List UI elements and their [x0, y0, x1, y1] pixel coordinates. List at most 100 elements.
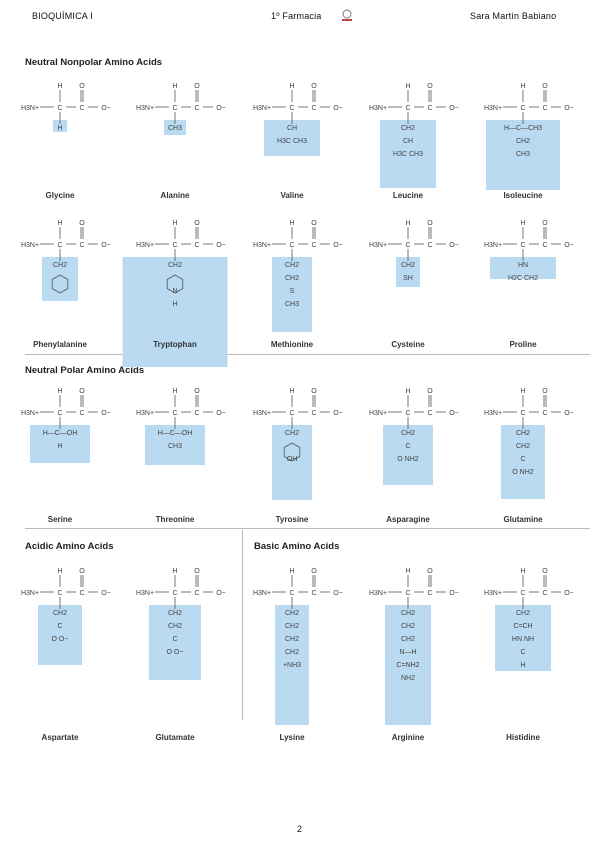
section-polar-title: Neutral Polar Amino Acids [25, 365, 145, 376]
atom-label: H3N+ [369, 590, 387, 597]
amino-acid-name: Proline [509, 340, 537, 349]
section-acidic-title: Acidic Amino Acids [25, 541, 114, 552]
side-chain-highlight [383, 425, 433, 485]
atom-label: H [520, 220, 525, 227]
benzene-ring-icon [283, 442, 301, 462]
atom-label: O [79, 220, 85, 227]
atom-label: C [405, 590, 410, 597]
atom-label: H [520, 388, 525, 395]
atom-label: C [311, 590, 316, 597]
atom-label: C [311, 105, 316, 112]
atom-label: H3N+ [369, 105, 387, 112]
atom-label: C [57, 242, 62, 249]
atom-label: H [289, 220, 294, 227]
atom-label: H [405, 83, 410, 90]
atom-label: C [172, 410, 177, 417]
side-chain-label: OH [287, 456, 298, 463]
atom-label: C [427, 410, 432, 417]
amino-acid-name: Glutamine [503, 515, 543, 524]
atom-label: H3N+ [253, 590, 271, 597]
atom-label: H3N+ [253, 410, 271, 417]
atom-label: H [289, 83, 294, 90]
atom-label: O− [101, 410, 111, 417]
atom-label: C [542, 590, 547, 597]
atom-label: C [405, 105, 410, 112]
atom-label: C [57, 105, 62, 112]
atom-label: C [542, 105, 547, 112]
atom-label: C [520, 105, 525, 112]
atom-label: H3N+ [369, 242, 387, 249]
side-chain-highlight [53, 120, 67, 132]
atom-label: C [542, 242, 547, 249]
side-chain-label: CH3 [285, 301, 299, 308]
side-chain-label: H—C—OH [158, 430, 193, 437]
atom-label: H [57, 220, 62, 227]
atom-label: O [427, 388, 433, 395]
atom-label: C [311, 410, 316, 417]
atom-label: H [172, 220, 177, 227]
side-chain-label: S [290, 288, 295, 295]
atom-label: O [194, 83, 200, 90]
side-chain-label: H3C CH3 [277, 138, 307, 145]
amino-acid-name: Serine [47, 515, 73, 524]
side-chain-highlight [490, 257, 556, 279]
atom-label: C [79, 105, 84, 112]
atom-label: H [289, 388, 294, 395]
atom-label: O− [449, 105, 459, 112]
side-chain-label: CH2 [168, 623, 182, 630]
side-chain-highlight [495, 605, 551, 671]
atom-label: H3N+ [136, 105, 154, 112]
atom-label: O [427, 568, 433, 575]
atom-label: C [289, 105, 294, 112]
atom-label: O [311, 568, 317, 575]
side-chain-highlight [30, 425, 90, 463]
atom-label: C [289, 410, 294, 417]
side-chain-label: O NH2 [397, 456, 419, 463]
side-chain-label: CH2 [516, 138, 530, 145]
atom-label: C [427, 590, 432, 597]
side-chain-label: CH2 [168, 262, 182, 269]
side-chain-label: CH2 [285, 262, 299, 269]
side-chain-highlight [272, 425, 312, 500]
course-title: BIOQUÍMICA I [32, 11, 93, 21]
side-chain-label: C [172, 636, 177, 643]
side-chain-label: CH2 [401, 610, 415, 617]
atom-label: O [194, 568, 200, 575]
atom-label: H3N+ [253, 105, 271, 112]
atom-label: C [405, 242, 410, 249]
side-chain-highlight [396, 257, 420, 287]
side-chain-label: CH2 [285, 649, 299, 656]
atom-label: C [194, 105, 199, 112]
side-chain-label: CH2 [401, 125, 415, 132]
atom-label: C [172, 590, 177, 597]
atom-label: C [520, 242, 525, 249]
side-chain-label: C [520, 456, 525, 463]
atom-label: O [311, 83, 317, 90]
atom-label: C [194, 410, 199, 417]
atom-label: C [427, 105, 432, 112]
atom-label: H [289, 568, 294, 575]
side-chain-highlight [264, 120, 320, 156]
side-chain-highlight [501, 425, 545, 499]
side-chain-label: CH2 [168, 610, 182, 617]
atom-label: C [172, 105, 177, 112]
atom-label: H3N+ [484, 410, 502, 417]
atom-label: O− [333, 105, 343, 112]
amino-acid-name: Tyrosine [275, 515, 309, 524]
amino-acid-name: Alanine [160, 191, 190, 200]
side-chain-label: CH2 [285, 430, 299, 437]
amino-acid-name: Histidine [506, 733, 540, 742]
side-chain-label: CH2 [53, 610, 67, 617]
atom-label: H3N+ [369, 410, 387, 417]
atom-label: H3N+ [21, 242, 39, 249]
atom-label: O− [449, 590, 459, 597]
side-chain-label: O O− [167, 649, 184, 656]
